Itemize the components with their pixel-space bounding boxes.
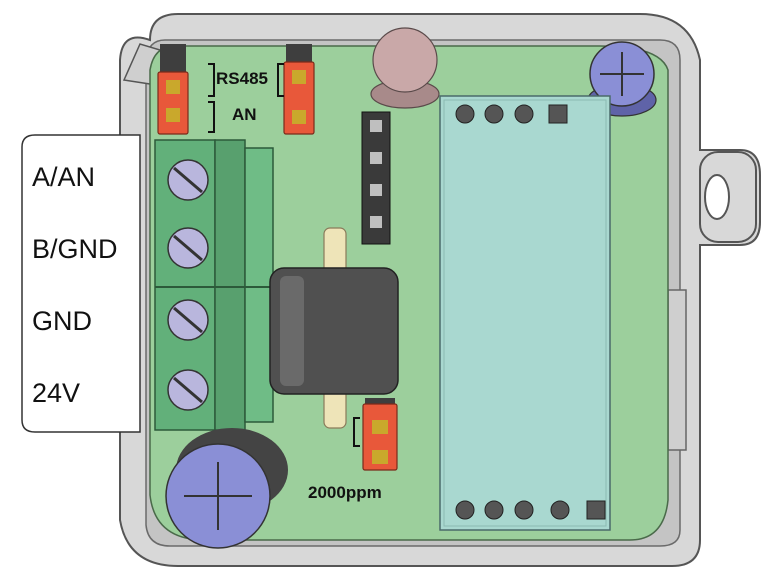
terminal-block — [154, 139, 274, 431]
jumper-rs485-an-right — [277, 44, 315, 135]
terminal-label-b-gnd: B/GND — [32, 234, 118, 264]
side-tab — [667, 289, 687, 451]
terminal-label-gnd: GND — [32, 306, 92, 336]
led-icon — [370, 27, 440, 109]
sensor-module-icon — [439, 95, 611, 531]
screw-icon — [167, 159, 209, 201]
screw-icon — [167, 299, 209, 341]
jumper-label-2000ppm: 2000ppm — [308, 483, 382, 502]
pin-header-icon — [361, 111, 391, 245]
jumper-2000ppm — [353, 398, 398, 471]
screw-icon — [167, 369, 209, 411]
jumper-label-an: AN — [232, 105, 257, 124]
jumper-icon — [362, 403, 398, 471]
jumper-rs485-an-left — [157, 44, 215, 135]
jumper-icon — [283, 61, 315, 135]
sensor-pins-top — [455, 104, 568, 124]
terminal-label-a-an: A/AN — [32, 162, 95, 192]
jumper-icon — [157, 71, 189, 135]
screw-icon — [167, 227, 209, 269]
sensor-pins-bottom — [455, 500, 606, 520]
mounting-hole — [704, 174, 730, 220]
terminal-label-24v: 24V — [32, 378, 80, 408]
terminal-label-box: A/AN B/GND GND 24V — [21, 134, 141, 433]
capacitor-icon — [165, 428, 288, 549]
ferrite-core-icon — [269, 227, 399, 429]
jumper-label-rs485: RS485 — [216, 69, 268, 88]
